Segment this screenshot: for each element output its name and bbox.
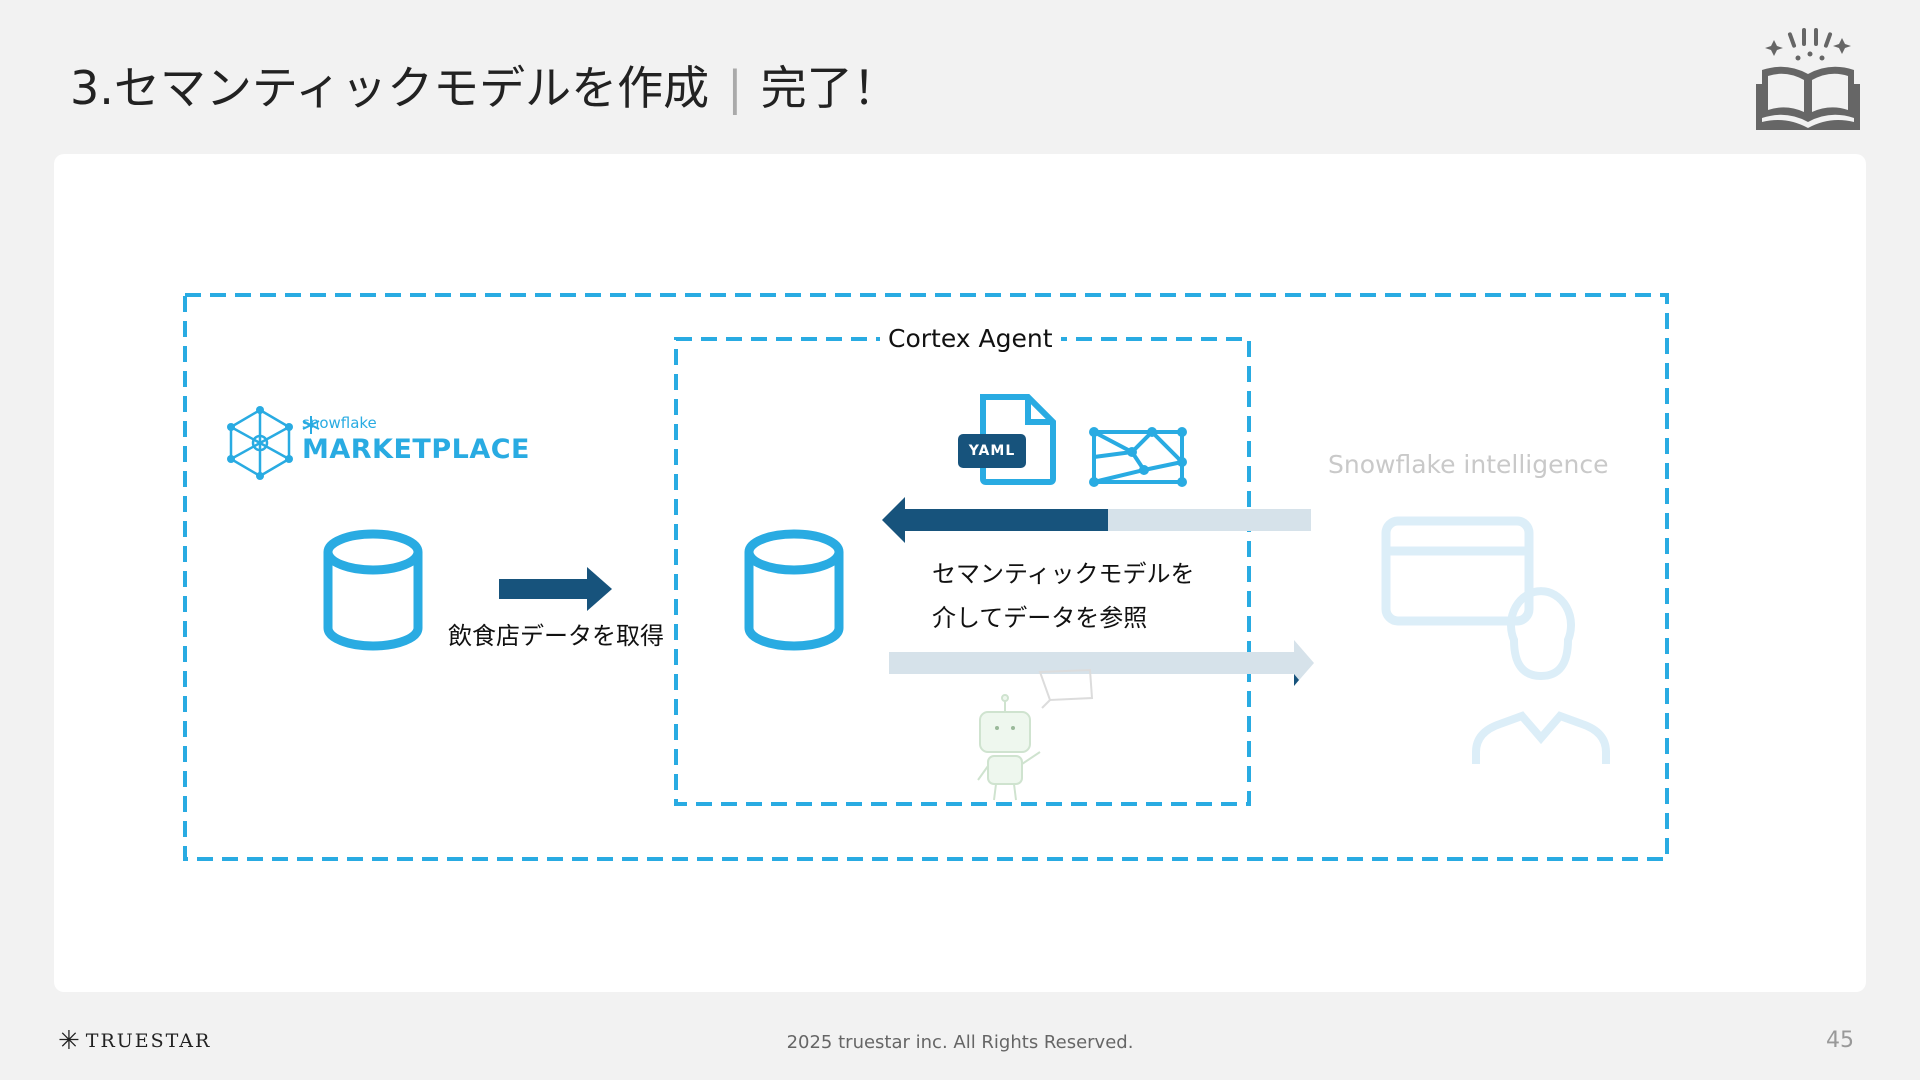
query-request-arrow — [882, 497, 1311, 543]
slide-title: 3.セマンティックモデルを作成 | 完了！ — [70, 52, 899, 118]
open-book-sparkle-icon — [1756, 28, 1860, 130]
semantic-label-line2: 介してデータを参照 — [932, 604, 1148, 632]
title-separator: | — [727, 61, 743, 115]
semantic-model-label: セマンティックモデルを 介してデータを参照 — [932, 552, 1195, 640]
faded-user-icon — [1472, 587, 1610, 764]
footer-logo: ✳ TRUESTAR — [58, 1026, 211, 1056]
truestar-mark-icon: ✳ — [58, 1026, 80, 1056]
footer-brand: TRUESTAR — [85, 1030, 212, 1052]
title-status: 完了！ — [760, 61, 899, 115]
title-main: 3.セマンティックモデルを作成 — [70, 61, 710, 115]
snowflake-intelligence-label: Snowflake intelligence — [1328, 450, 1609, 479]
semantic-label-line1: セマンティックモデルを — [932, 560, 1195, 588]
marketplace-network-icon — [227, 406, 293, 480]
semantic-model-graph-icon — [1089, 427, 1187, 487]
marketplace-database-icon — [323, 529, 423, 651]
cortex-agent-label: Cortex Agent — [880, 324, 1061, 353]
yaml-tag: YAML — [958, 434, 1026, 468]
outer-dashed-boundary — [183, 293, 1669, 861]
acquire-arrow — [499, 567, 612, 611]
marketplace-brand: snowflake — [302, 414, 377, 432]
faded-app-window-icon — [1381, 516, 1534, 626]
agent-database-icon — [744, 529, 844, 651]
marketplace-title: MARKETPLACE — [302, 434, 530, 465]
acquire-data-label: 飲食店データを取得 — [448, 622, 664, 650]
snowflake-logo-icon — [302, 416, 320, 434]
page-number: 45 — [1826, 1028, 1854, 1053]
copyright: 2025 truestar inc. All Rights Reserved. — [786, 1032, 1134, 1053]
response-arrow — [889, 640, 1314, 686]
faded-robot-illustration — [977, 668, 1094, 801]
yaml-file-icon — [980, 394, 1056, 485]
